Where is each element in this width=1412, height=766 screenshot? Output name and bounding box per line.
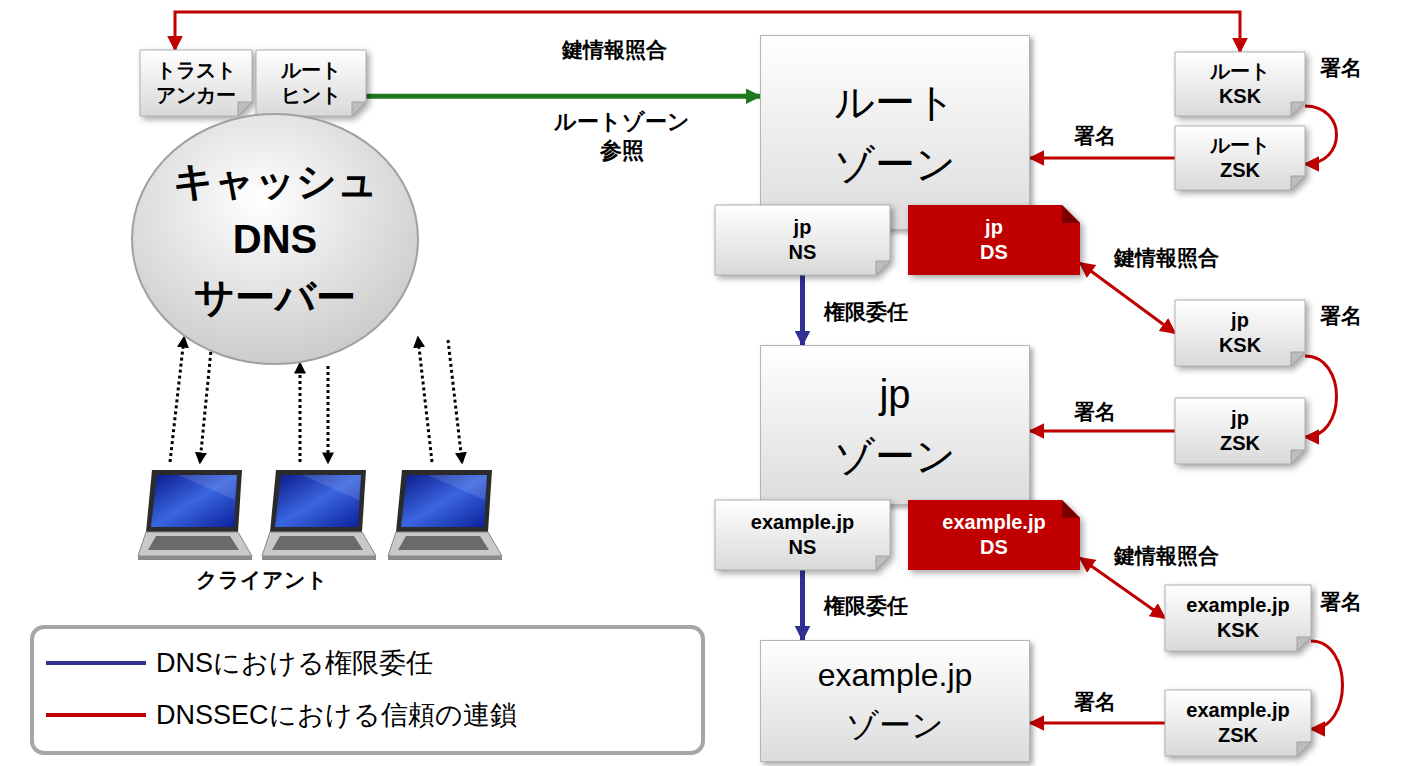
node-label: jp DS [980, 215, 1008, 265]
edge-label: 権限委任 [822, 298, 910, 325]
edge-label: ルートゾーン 参照 [552, 108, 692, 165]
ds-outline [908, 500, 1080, 570]
legend-text: DNSにおける権限委任 [156, 645, 433, 681]
node-label: jp KSK [1219, 308, 1261, 358]
ds-record-tab: jp DS [908, 205, 1080, 275]
legend-box: DNSにおける権限委任 DNSSECにおける信頼の連鎖 [30, 625, 705, 755]
key-tab: jp KSK [1175, 300, 1305, 366]
edge-label: 署名 [1318, 54, 1364, 81]
node-label: example.jp ZSK [1186, 698, 1289, 748]
connector [175, 12, 1240, 52]
connector [1305, 106, 1337, 164]
cache-server-ellipse: キャッシュ DNS サーバー [130, 112, 420, 366]
edge-label: 鍵情報照合 [1112, 542, 1221, 569]
key-tab: example.jp ZSK [1165, 690, 1311, 756]
node-label: jp NS [789, 215, 817, 265]
zone-box: example.jp ゾーン [760, 640, 1030, 762]
zone-name: example.jp ゾーン [818, 651, 973, 750]
node-label: example.jp KSK [1186, 593, 1289, 643]
node-label: ルート ZSK [1210, 133, 1270, 183]
edge-label: 署名 [1072, 688, 1118, 715]
tab-outline [715, 205, 890, 275]
key-tab: ルート ZSK [1175, 126, 1305, 190]
key-tab: ルート KSK [1175, 52, 1305, 116]
zone-box: jp ゾーン [760, 345, 1030, 505]
connector [1311, 641, 1343, 729]
node-label: jp ZSK [1220, 406, 1260, 456]
connector [800, 570, 805, 640]
key-tab: example.jp KSK [1165, 585, 1311, 651]
node-label: ルート KSK [1210, 59, 1270, 109]
connector [800, 275, 805, 345]
ns-record-tab: example.jp NS [715, 500, 890, 570]
ds-record-tab: example.jp DS [908, 500, 1080, 570]
edge-label: 署名 [1072, 122, 1118, 149]
connector [1030, 430, 1175, 433]
connector [1080, 263, 1175, 333]
client-label: クライアント [196, 566, 328, 594]
connector [1030, 157, 1175, 160]
node-label: example.jp DS [942, 510, 1045, 560]
node-label: トラスト アンカー [156, 58, 236, 108]
zone-name: jp ゾーン [834, 363, 956, 487]
legend-text: DNSSECにおける信頼の連鎖 [156, 697, 517, 733]
client-laptops [138, 470, 502, 560]
connector [366, 94, 760, 99]
legend-row: DNSSECにおける信頼の連鎖 [46, 695, 517, 735]
legend-swatch [46, 653, 146, 673]
legend-row: DNSにおける権限委任 [46, 643, 433, 683]
tab-outline [715, 500, 890, 570]
root-hint-tab: ルート ヒント [256, 50, 366, 116]
edge-label: 権限委任 [822, 592, 910, 619]
ds-outline [908, 205, 1080, 275]
connector [1305, 356, 1337, 437]
edge-label: 鍵情報照合 [560, 36, 669, 63]
zone-box: ルート ゾーン [760, 35, 1030, 230]
trust-anchor-tab: トラスト アンカー [140, 50, 252, 116]
connector [1030, 722, 1165, 725]
node-label: キャッシュ DNS サーバー [173, 152, 378, 326]
edge-label: 署名 [1318, 588, 1364, 615]
ns-record-tab: jp NS [715, 205, 890, 275]
legend-swatch [46, 705, 146, 725]
edge-label: 署名 [1318, 302, 1364, 329]
node-label: example.jp NS [751, 510, 854, 560]
zone-name: ルート ゾーン [834, 71, 956, 195]
node-label: ルート ヒント [281, 58, 341, 108]
key-tab: jp ZSK [1175, 398, 1305, 464]
edge-label: 署名 [1072, 398, 1118, 425]
edge-label: 鍵情報照合 [1112, 244, 1221, 271]
